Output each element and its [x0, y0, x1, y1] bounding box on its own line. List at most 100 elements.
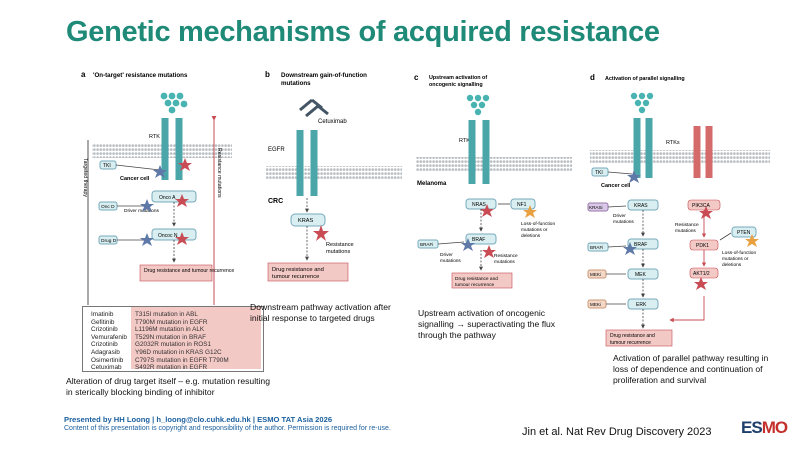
akt-node [689, 267, 719, 279]
resistance-star-c2 [482, 245, 496, 258]
driver-star-a2 [140, 199, 154, 212]
ligand-cluster [160, 92, 188, 114]
svg-text:Onco A: Onco A [159, 195, 176, 201]
resistance-star-a1 [178, 158, 192, 171]
cancer-cell-label-d: Cancer cell [601, 183, 631, 189]
svg-text:Onc D: Onc D [101, 204, 115, 210]
svg-text:BRAFi: BRAFi [420, 242, 433, 247]
rtk-label-c: RTK [459, 138, 470, 144]
svg-text:Drug resistance and: Drug resistance and [272, 267, 324, 273]
drug-item: Adagrasib [91, 348, 120, 356]
drug-item: Vemurafenib [91, 333, 127, 341]
rtks-label: RTKs [666, 140, 680, 146]
nf1-node [510, 198, 536, 210]
pten-node [731, 226, 757, 238]
svg-text:Drug resistance and: Drug resistance and [610, 333, 655, 339]
svg-text:tumour recurrence: tumour recurrence [272, 274, 319, 280]
driver-star-a1 [153, 165, 167, 178]
svg-text:NRAS: NRAS [472, 202, 487, 208]
outcome-box-a [139, 264, 213, 282]
rtk-receptor-c [468, 120, 490, 184]
resistance-star-b [313, 225, 329, 241]
drug-item: Crizotinib [91, 341, 118, 349]
mutation-item: T315I mutation in ABL [135, 311, 198, 318]
drug-item: Cetuximab [91, 364, 122, 372]
svg-text:mutations or: mutations or [722, 256, 749, 262]
svg-text:Drug D: Drug D [101, 238, 117, 244]
mutation-item: S492R mutation in EGFR [135, 364, 208, 372]
resistance-mutations-b-1: Resistance [326, 242, 354, 248]
egfr-receptor [296, 130, 318, 196]
svg-text:oncogenic signalling: oncogenic signalling [429, 82, 483, 88]
svg-text:tumour recurrence: tumour recurrence [610, 340, 651, 346]
svg-text:mutations: mutations [675, 228, 696, 234]
outcome-box-b [267, 262, 349, 282]
ligand-cluster-d [630, 92, 654, 114]
resistance-mutations-b-2: mutations [326, 249, 350, 255]
panel-b-letter: b [265, 70, 270, 79]
cell-membrane-d [590, 150, 770, 164]
driver-star-a3 [140, 233, 154, 246]
svg-text:mutations: mutations [440, 258, 461, 264]
mutation-item: Y96D mutation in KRAS G12C [135, 348, 222, 356]
panel-b: b Downstream gain-of-function mutations … [265, 70, 402, 282]
driver-star-c [461, 238, 475, 251]
crc-label: CRC [268, 198, 283, 205]
ligand-cluster-c [466, 94, 490, 116]
svg-text:mutations or: mutations or [521, 227, 548, 233]
melanoma-label: Melanoma [417, 181, 447, 187]
slide-title: Genetic mechanisms of acquired resistanc… [66, 16, 660, 48]
panel-d-letter: d [590, 73, 595, 82]
kras-node-b [290, 213, 326, 227]
mutation-item: L1196M mutation in ALK [135, 326, 205, 334]
svg-text:Loss-of-function: Loss-of-function [521, 221, 555, 227]
drug-item: Osimertinib [91, 356, 124, 364]
svg-text:BRAFi: BRAFi [590, 245, 603, 250]
driver-mutations-label: Driver mutations [124, 208, 160, 214]
lof-star-c [523, 205, 537, 218]
citation: Jin et al. Nat Rev Drug Discovery 2023 [522, 426, 712, 438]
caption-d: Activation of parallel pathway resulting… [613, 353, 769, 385]
svg-text:MEKi: MEKi [590, 272, 601, 277]
panel-a-heading: 'On-target' resistance mutations [93, 72, 188, 79]
panel-d-heading: Activation of parallel signalling [605, 76, 685, 82]
lof-star-d [745, 234, 759, 247]
svg-text:Resistance: Resistance [675, 222, 699, 228]
mutation-item: C797S mutation in EGFR T790M [135, 356, 229, 364]
svg-text:Loss-of-function: Loss-of-function [722, 250, 756, 256]
svg-text:MEK: MEK [635, 272, 647, 278]
resistance-star-a2 [175, 194, 189, 207]
drug-item: Gefitinib [91, 318, 115, 326]
panel-c: c Upstream activation of oncogenic signa… [414, 73, 572, 289]
svg-text:Driver: Driver [613, 213, 626, 219]
svg-text:BRAF: BRAF [634, 242, 647, 248]
mutation-item: G2032R mutation in ROS1 [135, 341, 212, 349]
panel-b-heading-1: Downstream gain-of-function [281, 72, 367, 79]
svg-text:KRAS: KRAS [298, 218, 314, 224]
svg-text:Upstream activation of: Upstream activation of [429, 75, 487, 81]
rtk-label: RTK [149, 134, 160, 140]
svg-text:KRASi: KRASi [589, 205, 603, 210]
drug-item: Crizotinib [91, 326, 118, 334]
targeted-therapy-label: Targeted therapy [82, 158, 88, 197]
svg-text:mutations: mutations [494, 259, 515, 265]
svg-text:ERK: ERK [636, 302, 647, 308]
esmo-logo: ESMO [741, 418, 788, 437]
svg-text:NF1: NF1 [517, 202, 527, 208]
svg-text:TKI: TKI [595, 170, 603, 176]
svg-text:Resistance: Resistance [494, 253, 518, 259]
panel-b-heading-2: mutations [281, 80, 311, 87]
svg-text:Oncoc N: Oncoc N [158, 233, 178, 239]
svg-text:deletions: deletions [722, 262, 742, 268]
copyright-notice: Content of this presentation is copyrigh… [64, 425, 391, 432]
svg-text:TKI: TKI [103, 163, 111, 169]
svg-text:BRAF: BRAF [472, 237, 485, 243]
svg-text:AKT1/2: AKT1/2 [693, 271, 710, 277]
svg-text:Drug resistance and tumour rec: Drug resistance and tumour recurrence [144, 268, 234, 274]
panel-c-letter: c [414, 73, 419, 82]
drug-list: Imatinib Gefitinib Crizotinib Vemurafeni… [91, 311, 127, 372]
svg-text:Driver: Driver [440, 252, 453, 258]
drug-item: Imatinib [91, 311, 114, 318]
rtk-receptor-d2 [693, 126, 713, 178]
